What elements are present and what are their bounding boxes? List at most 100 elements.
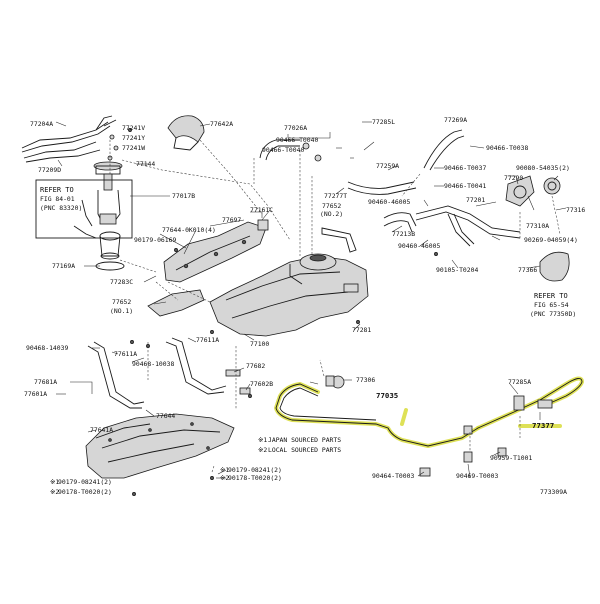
breather-hose-77026a bbox=[259, 139, 322, 162]
label-77644b: 77644 bbox=[156, 412, 175, 420]
label-77161c: 77161C bbox=[250, 206, 273, 214]
label-90179-08241-a: 90179-08241(2) bbox=[228, 466, 282, 474]
label-77290: 77290 bbox=[504, 174, 523, 182]
label-77283c: 77283C bbox=[110, 278, 133, 286]
label-77310a: 77310A bbox=[526, 222, 549, 230]
label-77281: 77281 bbox=[352, 326, 371, 334]
vent-tube-assembly bbox=[21, 115, 119, 163]
label-77204a: 77204A bbox=[30, 120, 53, 128]
label-77144: 77144 bbox=[136, 160, 155, 168]
part-labels: 77204A 77241V 77241Y 77241W 77209D 77144… bbox=[24, 116, 585, 496]
label-77209d: 77209D bbox=[38, 166, 61, 174]
label-77316: 77316 bbox=[566, 206, 585, 214]
label-77644: 77644-0K010(4) bbox=[162, 226, 216, 234]
label-90460-46005a: 90460-46005 bbox=[368, 198, 410, 206]
label-77277t: 77277T bbox=[324, 192, 347, 200]
label-90179-08241-b: 90179-08241(2) bbox=[58, 478, 112, 486]
label-77285l: 77285L bbox=[372, 118, 395, 126]
label-90468-14039: 90468-14039 bbox=[26, 344, 68, 352]
label-77026a: 77026A bbox=[284, 124, 307, 132]
tank-band-77611a-right bbox=[165, 337, 227, 395]
label-77213b: 77213B bbox=[392, 230, 415, 238]
label-90468-10038: 90468-10038 bbox=[132, 360, 174, 368]
label-77241w: 77241W bbox=[122, 144, 145, 152]
legend-marker-2: ※2 bbox=[258, 446, 267, 454]
fuel-cap-77310a bbox=[543, 177, 561, 195]
label-77306: 77306 bbox=[356, 376, 375, 384]
label-77259a: 77259A bbox=[376, 162, 399, 170]
tank-band-77611a-left bbox=[87, 341, 145, 409]
label-77017b: 77017B bbox=[172, 192, 195, 200]
refer-2-line1: REFER TO bbox=[534, 292, 568, 300]
label-77201: 77201 bbox=[466, 196, 485, 204]
refer-1-line1: REFER TO bbox=[40, 186, 74, 194]
label-90466-t0037: 90466-T0037 bbox=[444, 164, 486, 172]
label-77652-no1: 77652 bbox=[112, 298, 131, 306]
label-77682: 77682 bbox=[246, 362, 265, 370]
refer-1-line3: (PNC 83320) bbox=[40, 204, 82, 212]
label-90105-t0204: 90105-T0204 bbox=[436, 266, 478, 274]
label-90178-t0020-a: 90178-T0020(2) bbox=[228, 474, 282, 482]
label-773309a: 773309A bbox=[540, 488, 567, 496]
label-90469-t0003: 90469-T0003 bbox=[456, 472, 498, 480]
label-90466-t0040a: 90466-T0040 bbox=[276, 136, 318, 144]
label-77366: 77366 bbox=[518, 266, 537, 274]
legend-japan-sourced: JAPAN SOURCED PARTS bbox=[268, 436, 341, 444]
tank-protector-77697 bbox=[163, 221, 267, 283]
label-77241v: 77241V bbox=[122, 124, 145, 132]
marker-japan-a: ※1 bbox=[220, 466, 229, 474]
label-77169a: 77169A bbox=[52, 262, 75, 270]
dashed-leader-lines bbox=[109, 136, 561, 473]
source-markers: ※1 ※2 ※1 ※2 bbox=[50, 466, 229, 496]
legend-marker-1: ※1 bbox=[258, 436, 267, 444]
filler-neck-hose-77213b bbox=[383, 212, 417, 233]
band-bracket-77682 bbox=[225, 369, 251, 395]
marker-local-a: ※2 bbox=[220, 474, 229, 482]
label-90269-04059: 90269-04059(4) bbox=[524, 236, 578, 244]
label-77602b: 77602B bbox=[250, 380, 273, 388]
label-77681a: 77681A bbox=[34, 378, 57, 386]
label-90178-t0020-b: 90178-T0020(2) bbox=[58, 488, 112, 496]
source-legend: ※1 JAPAN SOURCED PARTS ※2 LOCAL SOURCED … bbox=[258, 436, 341, 454]
marker-japan-b: ※1 bbox=[50, 478, 59, 486]
label-77601a: 77601A bbox=[24, 390, 47, 398]
bracket-77652-no2 bbox=[321, 227, 357, 253]
bracket-77161c bbox=[257, 219, 269, 231]
label-77652-no2-sub: (NO.2) bbox=[320, 210, 343, 218]
label-90466-t0040b: 90466-T0040 bbox=[262, 146, 304, 154]
filler-pipe-77201 bbox=[415, 205, 521, 247]
marker-local-b: ※2 bbox=[50, 488, 59, 496]
label-77652-no1-sub: (NO.1) bbox=[110, 307, 133, 315]
legend-local-sourced: LOCAL SOURCED PARTS bbox=[268, 446, 341, 454]
label-77269a: 77269A bbox=[444, 116, 467, 124]
fuel-door-77366 bbox=[539, 251, 570, 282]
fuel-line-assembly bbox=[275, 375, 583, 477]
label-77611a-right: 77611A bbox=[196, 336, 219, 344]
vent-hose-77259a bbox=[347, 181, 417, 195]
label-77642a: 77642A bbox=[210, 120, 233, 128]
label-77652-no2: 77652 bbox=[322, 202, 341, 210]
heat-shield-77642a bbox=[167, 115, 205, 151]
label-90464-t0003: 90464-T0003 bbox=[372, 472, 414, 480]
label-77241y: 77241Y bbox=[122, 134, 145, 142]
refer-box-1 bbox=[35, 179, 133, 239]
label-77035: 77035 bbox=[376, 391, 398, 400]
leader-lines bbox=[56, 121, 567, 479]
refer-2-line2: FIG 65-54 bbox=[534, 301, 569, 309]
label-90466-t0041: 90466-T0041 bbox=[444, 182, 486, 190]
filler-box-77290 bbox=[505, 175, 535, 207]
bracket-77652-no1 bbox=[147, 289, 205, 317]
label-77285a: 77285A bbox=[508, 378, 531, 386]
fuel-tank-77100 bbox=[209, 253, 369, 337]
label-77100: 77100 bbox=[250, 340, 269, 348]
label-77641a: 77641A bbox=[90, 426, 113, 434]
label-90460-46005b: 90460-46005 bbox=[398, 242, 440, 250]
label-90179: 90179-06169 bbox=[134, 236, 176, 244]
refer-2-line3: (PNC 77350D) bbox=[530, 310, 576, 318]
fuel-pump-assembly bbox=[93, 161, 125, 271]
label-90959-t1001: 90959-T1001 bbox=[490, 454, 532, 462]
refer-1-line2: FIG 84-01 bbox=[40, 195, 75, 203]
label-77377: 77377 bbox=[532, 421, 554, 430]
label-77611a-left: 77611A bbox=[114, 350, 137, 358]
